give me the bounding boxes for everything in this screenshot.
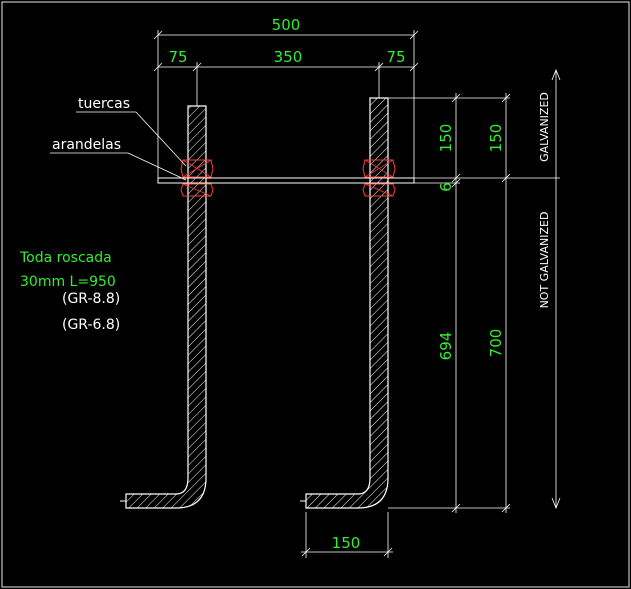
- dim-outer-vertical: [501, 93, 511, 513]
- note-thread: Toda roscada: [19, 250, 112, 266]
- right-anchor-bolt: [300, 97, 389, 509]
- leader-washers: [50, 152, 187, 181]
- leader-nuts: [76, 111, 187, 167]
- dim-text-overall-width: 500: [272, 16, 301, 34]
- dim-extension-lines: [388, 97, 510, 509]
- dim-text-right-edge: 75: [386, 48, 405, 66]
- dim-text-top-projection: 150: [437, 124, 455, 153]
- dim-text-lower-length: 700: [487, 329, 505, 358]
- note-grade-1: (GR-8.8): [62, 291, 120, 307]
- dim-hook-length: [301, 512, 393, 558]
- galvanized-zone-arrow: [510, 68, 561, 510]
- left-anchor-bolt: [120, 105, 207, 509]
- right-nut-upper: [362, 159, 396, 178]
- dim-inner-vertical: [451, 93, 461, 513]
- label-not-galvanized: NOT GALVANIZED: [538, 212, 551, 309]
- dim-text-left-edge: 75: [168, 48, 187, 66]
- right-nut-lower: [362, 183, 396, 197]
- label-galvanized: GALVANIZED: [538, 92, 551, 162]
- base-plate: [157, 177, 415, 184]
- label-washers: arandelas: [52, 137, 121, 153]
- note-grade-2: (GR-6.8): [62, 317, 120, 333]
- dim-text-hook-length: 150: [332, 534, 361, 552]
- dim-text-washer: 6: [437, 182, 455, 192]
- left-nut-lower: [180, 183, 214, 197]
- dim-chain-row: [153, 62, 419, 106]
- dim-text-bolt-spacing: 350: [274, 48, 303, 66]
- note-size-length: 30mm L=950: [20, 274, 116, 290]
- left-nut-upper: [180, 159, 214, 178]
- dim-text-embedded-length: 694: [437, 332, 455, 361]
- dim-overall-width: [153, 30, 419, 180]
- dim-text-top-galvanized: 150: [487, 124, 505, 153]
- label-nuts: tuercas: [78, 96, 130, 112]
